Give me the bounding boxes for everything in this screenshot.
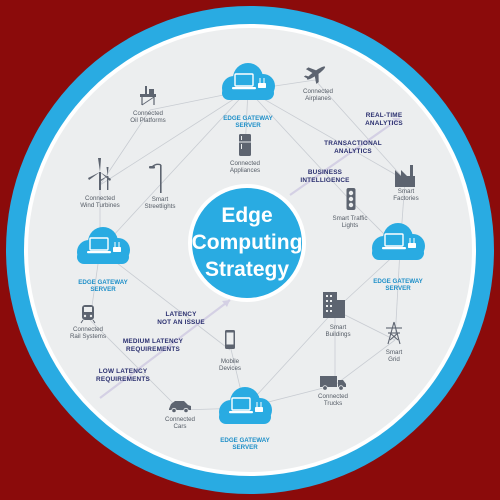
node-mobile-line2: Devices [219, 365, 241, 372]
band-business-line2: INTELLIGENCE [300, 177, 350, 184]
node-traffic-line1: Smart Traffic [333, 215, 368, 222]
latency-arrow [99, 299, 231, 399]
hub-line-1: Edge [221, 204, 272, 227]
node-oil-line1: Connected [133, 110, 163, 117]
band-business-line1: BUSINESS [308, 169, 343, 176]
analytics-arrow [289, 117, 401, 196]
oil-platform-icon [140, 86, 156, 106]
gateway-right: EDGE GATEWAY SERVER [372, 223, 425, 292]
node-factories-line2: Factories [393, 195, 418, 202]
hub: Edge Computing Strategy [188, 184, 306, 302]
node-rail-line1: Connected [73, 326, 103, 333]
node-buildings-line1: Smart [330, 324, 347, 331]
node-wind-line2: Wind Turbines [80, 202, 120, 209]
band-latency-line2: NOT AN ISSUE [157, 319, 205, 326]
gateway-left: EDGE GATEWAY SERVER [77, 227, 130, 293]
band-labels: REAL-TIME ANALYTICS TRANSACTIONAL ANALYT… [96, 112, 403, 383]
node-grid-line2: Grid [388, 356, 400, 363]
gateway-left-line2: SERVER [90, 286, 116, 293]
node-wind-line1: Connected [85, 195, 115, 202]
band-transactional-line1: TRANSACTIONAL [324, 140, 382, 147]
node-streetlights-line1: Smart [152, 196, 169, 203]
node-oil-line2: Oil Platforms [130, 117, 165, 124]
node-mobile-line1: Mobile [221, 358, 240, 365]
band-low-line1: LOW LATENCY [99, 368, 148, 375]
node-trucks-line1: Connected [318, 393, 348, 400]
gateway-bottom-line2: SERVER [232, 444, 258, 451]
gateway-left-line1: EDGE GATEWAY [78, 279, 128, 286]
gateway-bottom-line1: EDGE GATEWAY [220, 437, 270, 444]
gateway-top-line1: EDGE GATEWAY [223, 115, 273, 122]
node-grid-line1: Smart [386, 349, 403, 356]
node-airplanes-line1: Connected [303, 88, 333, 95]
truck-icon [320, 376, 346, 391]
building-icon [323, 292, 345, 318]
node-trucks-line2: Trucks [324, 400, 342, 407]
band-transactional-line2: ANALYTICS [334, 148, 372, 155]
node-labels: Connected Oil Platforms Connected Airpla… [70, 88, 419, 430]
node-appliances-line2: Appliances [230, 167, 260, 174]
gateway-top: EDGE GATEWAY SERVER [222, 63, 275, 129]
node-factories-line1: Smart [398, 188, 415, 195]
hub-circle [192, 188, 302, 298]
band-low-line2: REQUIREMENTS [96, 376, 150, 383]
node-cars-line2: Cars [173, 423, 186, 430]
streetlight-icon [149, 163, 162, 193]
power-tower-icon [386, 321, 402, 345]
gateway-top-line2: SERVER [235, 122, 261, 129]
node-traffic-line2: Lights [342, 222, 359, 229]
wind-turbine-icon [88, 158, 111, 190]
band-latency-line1: LATENCY [165, 311, 197, 318]
airplane-icon [303, 66, 326, 84]
node-appliances-line1: Connected [230, 160, 260, 167]
node-rail-line2: Rail Systems [70, 333, 106, 340]
band-medium-line2: REQUIREMENTS [126, 346, 180, 353]
band-realtime-line2: ANALYTICS [365, 120, 403, 127]
node-streetlights-line2: Streetlights [145, 203, 176, 210]
gateway-bottom: EDGE GATEWAY SERVER [219, 387, 272, 451]
train-icon [80, 305, 96, 324]
node-cars-line1: Connected [165, 416, 195, 423]
gateway-right-line2: SERVER [385, 285, 411, 292]
band-medium-line1: MEDIUM LATENCY [123, 338, 184, 345]
car-icon [169, 401, 191, 414]
factory-icon [395, 165, 415, 187]
refrigerator-icon [239, 134, 251, 156]
mobile-phone-icon [225, 330, 235, 349]
node-buildings-line2: Buildings [325, 331, 350, 338]
node-airplanes-line2: Airplanes [305, 95, 331, 102]
gateway-right-line1: EDGE GATEWAY [373, 278, 423, 285]
nodes [80, 66, 415, 414]
traffic-light-icon [346, 188, 356, 210]
hub-line-2: Computing [192, 231, 303, 254]
hub-line-3: Strategy [205, 258, 289, 281]
band-realtime-line1: REAL-TIME [366, 112, 403, 119]
